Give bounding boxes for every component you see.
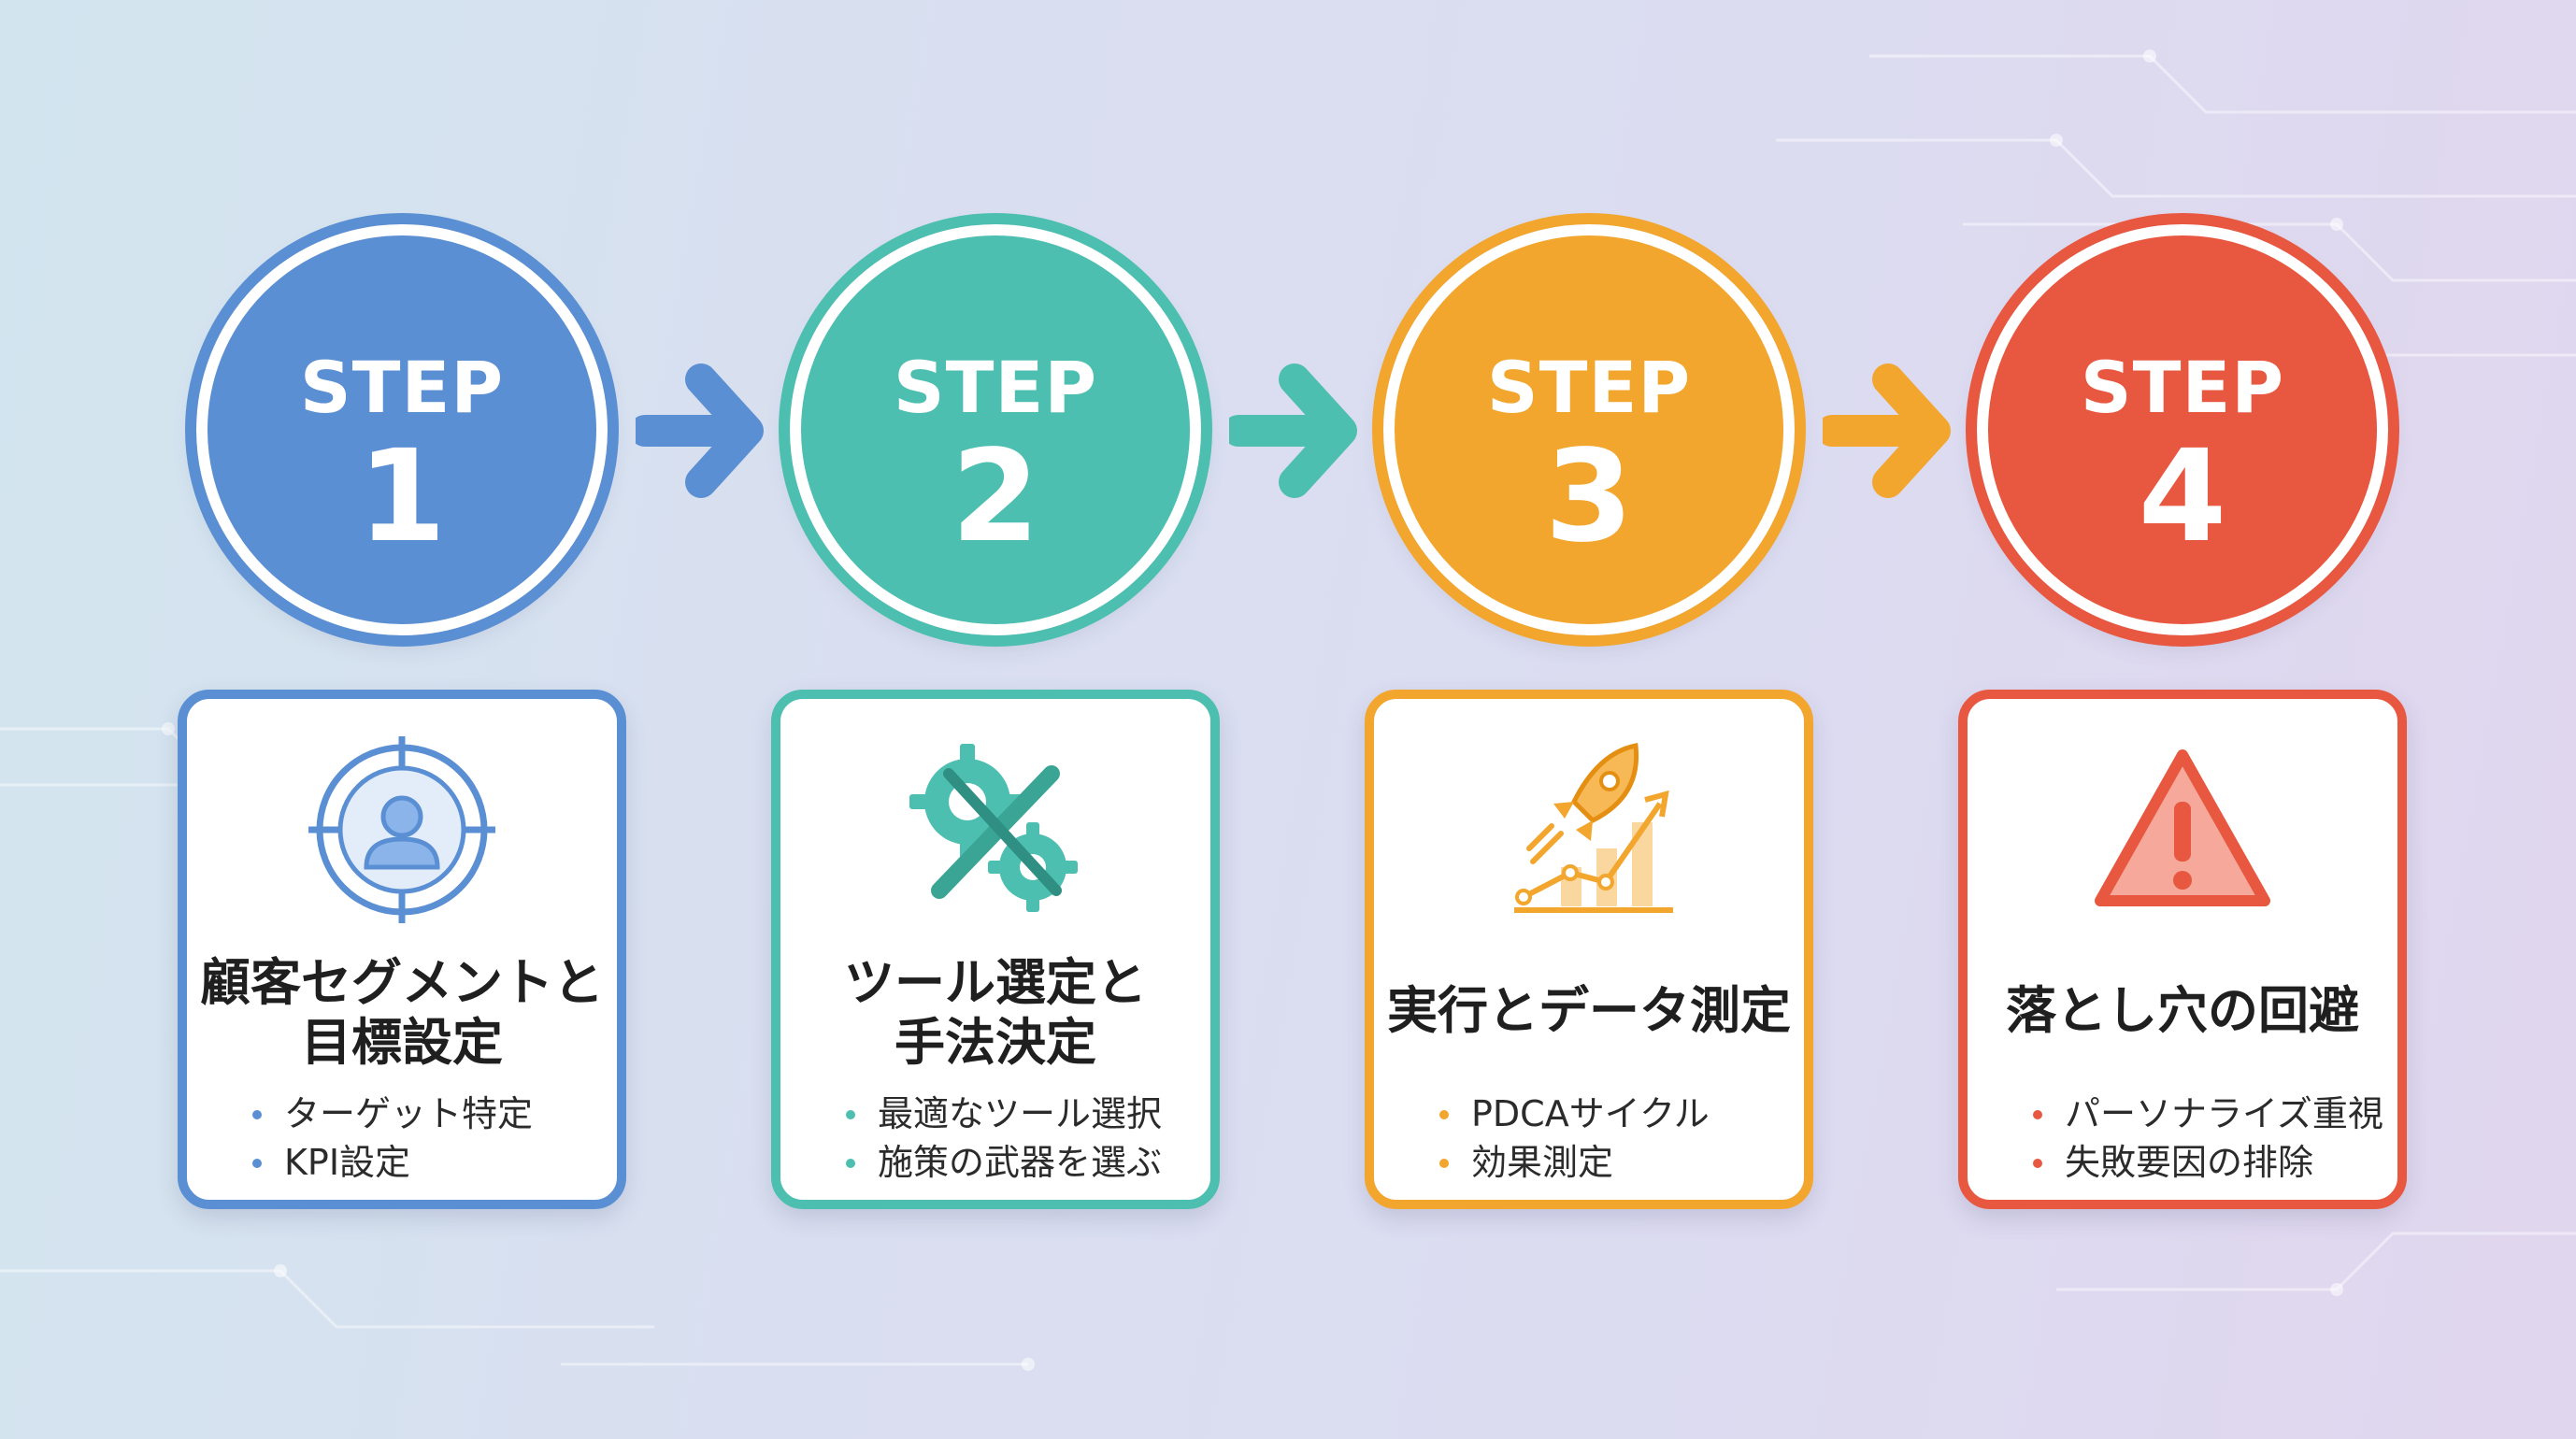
step-1: STEP 1 顧客セグメントと 目標設定 ターゲット特定 KPI設定: [178, 0, 626, 1439]
step-number: 1: [357, 423, 447, 571]
list-item: PDCAサイクル: [1438, 1090, 1710, 1138]
step-3-card: 実行とデータ測定 PDCAサイクル 効果測定: [1365, 690, 1813, 1209]
gear-tools-icon: [909, 744, 1078, 912]
step-3-circle: STEP 3: [1372, 213, 1806, 647]
list-item: パーソナライズ重視: [2031, 1090, 2383, 1138]
step-title: 実行とデータ測定: [1387, 981, 1791, 1040]
step-item-list: ターゲット特定 KPI設定: [250, 1090, 533, 1187]
arrow-right-icon: [1823, 363, 1951, 498]
target-user-icon: [308, 736, 495, 923]
step-number: 3: [1544, 423, 1634, 571]
step-4: STEP 4 落とし穴の回避 パーソナライズ重視 失敗要因の排除: [1958, 0, 2407, 1439]
step-item-list: パーソナライズ重視 失敗要因の排除: [2031, 1090, 2383, 1187]
step-title: 落とし穴の回避: [2006, 981, 2359, 1040]
step-title: 顧客セグメントと 目標設定: [200, 953, 604, 1072]
step-title: ツール選定と 手法決定: [844, 953, 1147, 1072]
step-label: STEP: [1486, 346, 1692, 429]
list-item: 最適なツール選択: [844, 1090, 1162, 1138]
step-item-list: PDCAサイクル 効果測定: [1438, 1090, 1710, 1187]
step-label: STEP: [893, 346, 1098, 429]
step-number: 2: [951, 423, 1040, 571]
arrow-right-icon: [636, 363, 764, 498]
step-1-circle: STEP 1: [185, 213, 619, 647]
step-2: STEP 2 ツール選定と 手法決定: [771, 0, 1220, 1439]
warning-triangle-icon: [2095, 749, 2270, 906]
list-item: 効果測定: [1438, 1138, 1710, 1187]
rocket-growth-chart-icon: [1514, 743, 1673, 913]
step-3: STEP 3 実行とデータ測定 PDCAサイクル 効果測定: [1365, 0, 1813, 1439]
list-item: 施策の武器を選ぶ: [844, 1138, 1162, 1187]
step-4-circle: STEP 4: [1966, 213, 2399, 647]
list-item: 失敗要因の排除: [2031, 1138, 2383, 1187]
step-label: STEP: [2080, 346, 2285, 429]
step-4-card: 落とし穴の回避 パーソナライズ重視 失敗要因の排除: [1958, 690, 2407, 1209]
step-2-card: ツール選定と 手法決定 最適なツール選択 施策の武器を選ぶ: [771, 690, 1220, 1209]
arrow-right-icon: [1229, 363, 1357, 498]
list-item: KPI設定: [250, 1138, 533, 1187]
step-item-list: 最適なツール選択 施策の武器を選ぶ: [844, 1090, 1162, 1187]
list-item: ターゲット特定: [250, 1090, 533, 1138]
step-label: STEP: [299, 346, 505, 429]
step-number: 4: [2138, 423, 2227, 571]
step-2-circle: STEP 2: [779, 213, 1212, 647]
step-1-card: 顧客セグメントと 目標設定 ターゲット特定 KPI設定: [178, 690, 626, 1209]
